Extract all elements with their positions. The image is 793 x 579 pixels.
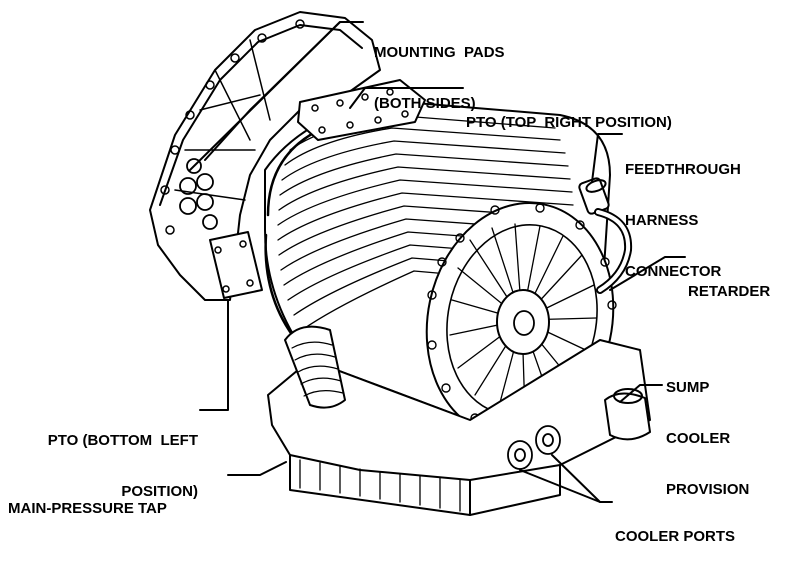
- label-feedthrough-line3: CONNECTOR: [625, 263, 722, 280]
- label-retarder-text: RETARDER: [688, 283, 771, 300]
- diagram-canvas: MOUNTING PADS (BOTH SIDES) PTO (TOP RIGH…: [8, 10, 770, 545]
- leader-lines: [189, 21, 686, 503]
- pto-top-right-plate: [297, 79, 426, 141]
- label-pto-top-right: PTO (TOP RIGHT POSITION): [466, 80, 672, 165]
- feedthrough-connector: [578, 177, 633, 294]
- label-main-pressure-tap-text: MAIN-PRESSURE TAP: [8, 500, 167, 517]
- label-sump-cooler-line2: COOLER: [666, 430, 731, 447]
- flange-bolts: [160, 19, 305, 235]
- label-mounting-pads-line1: MOUNTING PADS: [374, 44, 505, 61]
- label-pto-bottom-left-line1: PTO (BOTTOM LEFT: [47, 432, 198, 449]
- cooler-ports-drawing: [507, 425, 561, 470]
- label-sump-cooler: SUMP COOLER PROVISION: [666, 345, 749, 532]
- label-retarder: RETARDER: [688, 249, 770, 334]
- label-cooler-ports-text: COOLER PORTS: [615, 528, 736, 545]
- label-main-pressure-tap: MAIN-PRESSURE TAP: [8, 466, 167, 551]
- transmission-illustration: [149, 11, 686, 516]
- label-feedthrough: FEEDTHROUGH HARNESS CONNECTOR: [625, 127, 741, 314]
- label-mounting-pads-line2: (BOTH SIDES): [374, 95, 476, 112]
- label-mounting-pads: MOUNTING PADS (BOTH SIDES): [374, 10, 505, 146]
- label-pto-bottom-left-line2: POSITION): [121, 483, 198, 500]
- sump-cooler-pipe: [604, 392, 651, 441]
- pto-bottom-left-plate: [209, 231, 263, 299]
- label-feedthrough-line2: HARNESS: [625, 212, 699, 229]
- bell-housing-rim: [159, 24, 363, 206]
- label-sump-cooler-line3: PROVISION: [666, 481, 750, 498]
- mounting-pads: [179, 158, 218, 230]
- label-feedthrough-line1: FEEDTHROUGH: [625, 161, 741, 178]
- label-pto-bottom-left: PTO (BOTTOM LEFT POSITION): [14, 398, 198, 534]
- label-pto-top-right-text: PTO (TOP RIGHT POSITION): [466, 114, 672, 131]
- filter-tube: [284, 325, 346, 409]
- label-sump-cooler-line1: SUMP: [666, 379, 710, 396]
- label-cooler-ports: COOLER PORTS: [615, 494, 735, 579]
- cooling-fins: [277, 114, 574, 331]
